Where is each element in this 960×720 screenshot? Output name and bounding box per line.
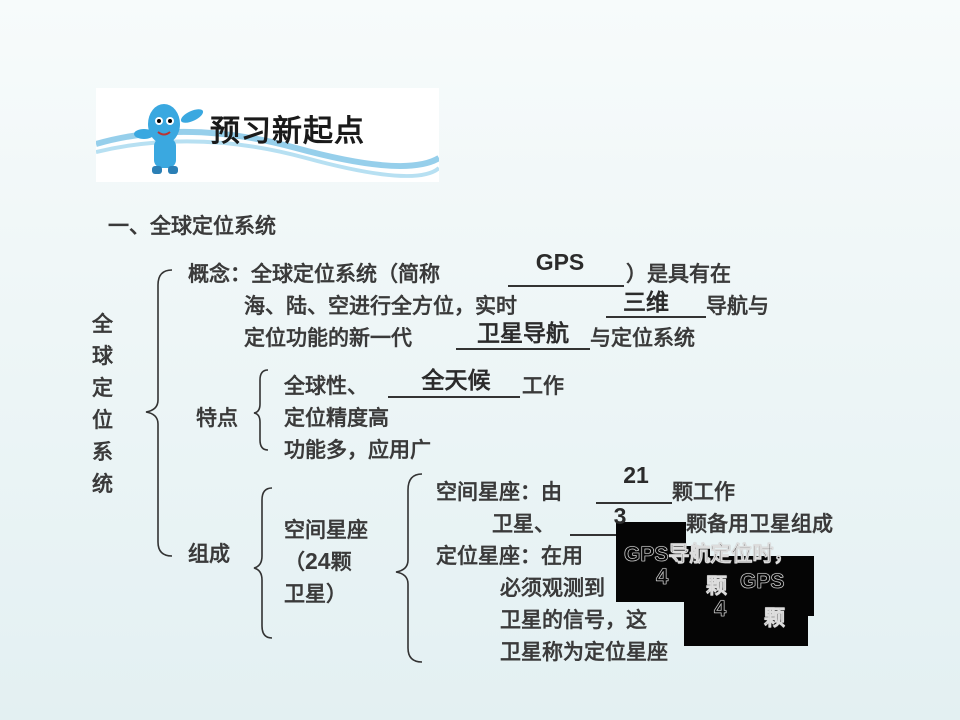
answer-3: 3: [613, 503, 627, 529]
answer-all-weather: 全天候: [421, 367, 491, 393]
answer-gps: GPS: [535, 249, 585, 275]
answer-4-second: 4: [714, 596, 727, 622]
concept-line1-b: ）是具有在: [626, 262, 731, 286]
main-brace: [145, 269, 173, 557]
blank-line: [570, 534, 630, 536]
feature-item2: 定位精度高: [284, 406, 389, 430]
feature-item1-a: 全球性、: [284, 374, 368, 398]
concept-line2-b: 导航与: [706, 294, 769, 318]
section-banner: [95, 88, 441, 182]
feature-item1-b: 工作: [522, 374, 564, 398]
comp-row1-a: 空间星座：由: [436, 480, 562, 504]
vertical-char: 全: [92, 312, 113, 336]
blank-line: [456, 348, 590, 350]
paren-open: （: [284, 550, 305, 574]
features-label: 特点: [196, 406, 238, 430]
mascot-icon: [134, 104, 204, 174]
answer-3d: 三维: [623, 289, 669, 315]
occlusion-block: [616, 522, 686, 550]
row4-ghost-gps: GPS: [740, 570, 785, 594]
space-brace: [395, 473, 423, 663]
comp-row4: 必须观测到: [500, 576, 605, 600]
row3-ghost-text: GPS导航定位时，: [624, 543, 795, 567]
unit-ke: 颗: [330, 550, 352, 574]
occlusion-block: [684, 592, 808, 646]
concept-line3-a: 定位功能的新一代: [244, 326, 412, 350]
space-constellation-l3: 卫星）: [284, 582, 347, 606]
row4-ghost-ke: 颗: [706, 575, 728, 599]
space-constellation-l1: 空间星座: [284, 518, 368, 542]
mascot-wave-graphic: [95, 104, 441, 178]
row5-ghost-ke: 颗: [764, 607, 786, 631]
composition-brace: [253, 487, 273, 639]
blank-line: [388, 396, 520, 398]
blank-line: [508, 285, 624, 287]
satellite-count: 24: [305, 548, 331, 574]
comp-row5: 卫星的信号，这: [500, 608, 647, 632]
comp-row1-b: 颗工作: [672, 480, 735, 504]
vertical-char: 位: [92, 408, 113, 432]
comp-row6: 卫星称为定位星座: [500, 640, 668, 664]
comp-row2-b: 颗备用卫星组成: [686, 512, 833, 536]
features-brace: [253, 369, 269, 451]
concept-line3-b: 与定位系统: [590, 326, 695, 350]
vertical-char: 统: [92, 472, 113, 496]
answer-4-first: 4: [656, 564, 669, 590]
answer-21: 21: [623, 462, 649, 488]
comp-row3: 定位星座：在用: [436, 540, 583, 570]
concept-line2-a: 海、陆、空进行全方位，实时: [244, 294, 517, 318]
feature-item3: 功能多，应用广: [284, 438, 431, 462]
blank-line: [596, 502, 672, 504]
section-heading: 一、全球定位系统: [108, 214, 276, 238]
answer-satellite-nav: 卫星导航: [477, 320, 569, 346]
vertical-char: 系: [92, 440, 113, 464]
banner-title: 预习新起点: [210, 114, 365, 149]
vertical-char: 球: [92, 344, 113, 368]
vertical-char: 定: [92, 376, 113, 400]
concept-line1-a: 概念：全球定位系统（简称: [188, 262, 440, 286]
composition-label: 组成: [188, 542, 230, 566]
row3-text: 定位星座：在用: [436, 544, 583, 568]
space-constellation-l2: （24颗: [284, 546, 352, 576]
comp-row2-a: 卫星、: [492, 512, 555, 536]
blank-line: [606, 316, 706, 318]
